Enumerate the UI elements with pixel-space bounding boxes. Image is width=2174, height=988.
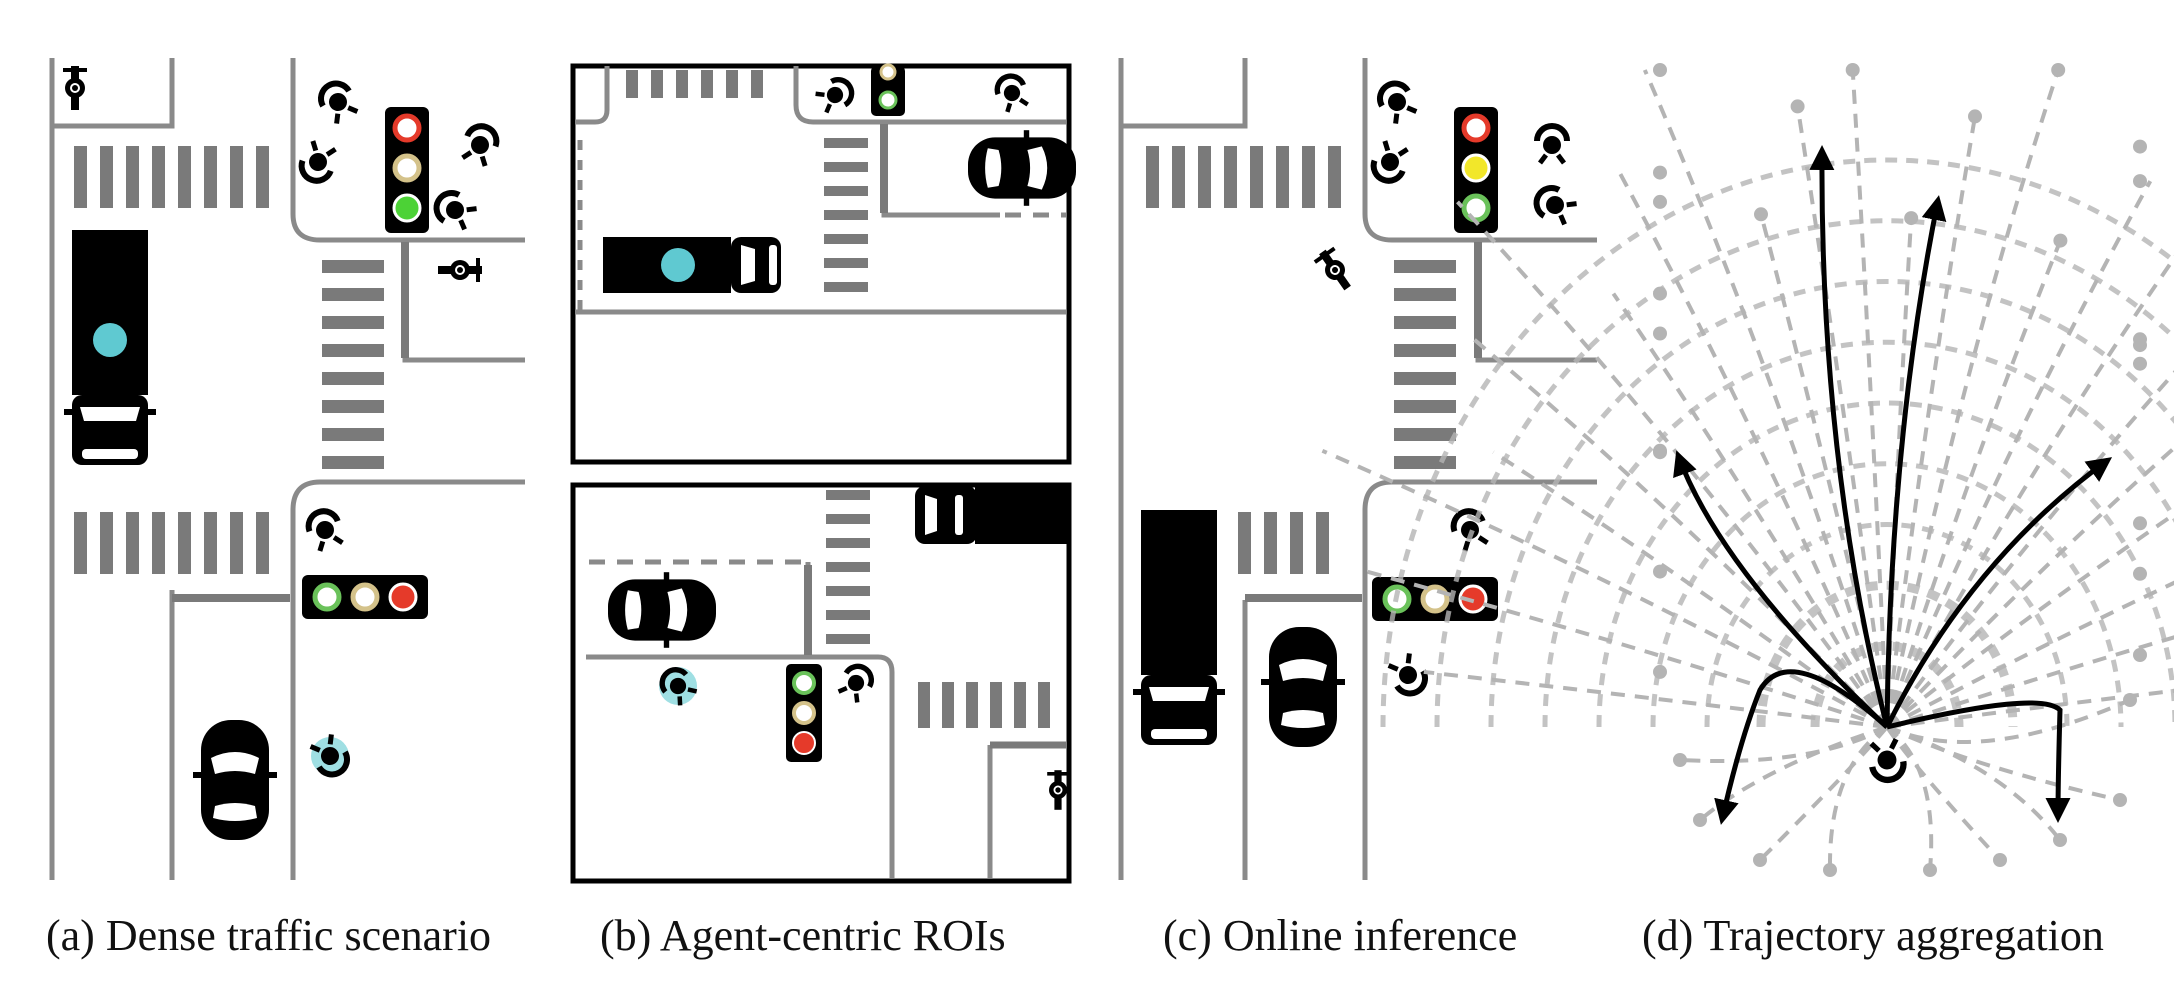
sampled-trajectory-line xyxy=(1679,725,1888,764)
car-a xyxy=(193,720,277,840)
sampled-trajectory-endpoint xyxy=(1653,194,1667,209)
sampled-trajectory-line xyxy=(1850,69,1889,728)
pedestrian-a-3 xyxy=(460,122,501,167)
sampled-trajectory-endpoint xyxy=(1845,63,1860,77)
sampled-trajectory-line xyxy=(1885,512,2174,729)
road-edges xyxy=(49,58,525,880)
caption-a: (a) Dense traffic scenario xyxy=(46,911,492,960)
sampled-trajectory-line xyxy=(1885,445,2174,729)
sampled-trajectory-endpoint xyxy=(2053,833,2067,847)
sampled-trajectory-endpoint xyxy=(1790,99,1805,114)
sampled-trajectory-line xyxy=(1758,725,1889,862)
aggregated-trajectories xyxy=(1673,145,2113,825)
roi-bottom xyxy=(570,482,1072,884)
panel-b-agent-centric-rois xyxy=(570,63,1076,884)
pedestrian-a-4 xyxy=(431,188,478,232)
pedestrian-a-1 xyxy=(316,78,360,125)
sampled-trajectory-endpoint xyxy=(1653,165,1667,180)
sampled-trajectory-line xyxy=(1885,370,2174,729)
sampled-trajectory-endpoint xyxy=(1993,853,2007,867)
sampled-trajectory-endpoint xyxy=(2123,693,2137,707)
traffic-light-a-horizontal xyxy=(302,575,428,619)
trajectory-density-arc xyxy=(1756,580,2018,728)
pedestrian-a-2 xyxy=(297,140,338,185)
sampled-trajectory-line xyxy=(1886,688,2174,729)
panel-d-trajectory-aggregation xyxy=(1321,63,2174,877)
sampled-trajectory-endpoint xyxy=(2133,332,2147,347)
trajectory-density-arc xyxy=(1380,157,2174,728)
trajectory-density-arc xyxy=(1650,461,2124,728)
sampled-trajectory-line xyxy=(1611,292,1889,729)
sampled-trajectory-line xyxy=(1321,448,1888,729)
crosswalk-middle-a xyxy=(322,260,384,469)
sampled-trajectory-endpoint xyxy=(2113,793,2127,807)
sampled-trajectory-line xyxy=(1885,239,2063,728)
roi-top xyxy=(570,63,1076,465)
pedestrian-a-5 xyxy=(304,507,345,552)
sampled-trajectory-endpoint xyxy=(1823,863,1837,877)
sampled-trajectory-endpoint xyxy=(2133,648,2147,662)
sampled-trajectory-line xyxy=(1886,698,2131,744)
sampled-trajectory-endpoint xyxy=(2133,356,2147,371)
sampled-trajectory-line xyxy=(1885,725,1934,871)
sampled-trajectory-endpoint xyxy=(2051,63,2066,77)
crosswalk-top-a xyxy=(74,146,269,208)
crosswalk-bottom-a xyxy=(74,512,269,574)
sampled-trajectory-endpoint xyxy=(1968,109,1982,124)
sampled-trajectory-endpoint xyxy=(1673,753,1687,767)
sampled-trajectory-endpoint xyxy=(2053,233,2068,248)
caption-b: (b) Agent-centric ROIs xyxy=(600,911,1006,960)
trajectory-density-arc xyxy=(1704,522,2070,728)
sampled-trajectory-endpoint xyxy=(1693,813,1707,827)
trajectory-density-arc xyxy=(1596,400,2174,728)
truck-c xyxy=(1133,510,1225,745)
caption-c: (c) Online inference xyxy=(1163,911,1518,960)
cyclist-a-right xyxy=(438,258,482,282)
caption-d: (d) Trajectory aggregation xyxy=(1642,911,2104,960)
lane-dividers xyxy=(172,242,409,602)
traffic-light-c-vertical xyxy=(1454,107,1498,233)
sampled-trajectory-line xyxy=(1617,171,1889,728)
sampled-trajectory-endpoint xyxy=(2133,174,2147,189)
sampled-trajectory-line xyxy=(1885,116,1977,728)
sampled-trajectory-line xyxy=(1698,725,1888,822)
sampled-trajectory-endpoint xyxy=(1653,445,1667,460)
ego-pedestrian-d xyxy=(1868,739,1906,783)
sampled-trajectory-endpoint xyxy=(2133,139,2147,154)
sampled-trajectory-endpoint xyxy=(1753,853,1767,867)
car-c xyxy=(1261,627,1345,747)
sampled-trajectory-line xyxy=(1885,725,2002,862)
panel-a-dense-traffic xyxy=(49,58,525,880)
sampled-trajectory-endpoint xyxy=(1923,863,1937,877)
agent-marker-truck-a xyxy=(93,323,127,357)
sampled-trajectory-endpoint xyxy=(1653,326,1667,341)
panel-c-online-inference xyxy=(1118,58,1597,880)
sampled-trajectory-line xyxy=(1885,69,2061,728)
sampled-trajectory-line xyxy=(1886,725,2062,842)
trajectory-density-arc xyxy=(1488,279,2174,728)
sampled-trajectory-line xyxy=(1795,106,1889,728)
sampled-trajectory-endpoint xyxy=(1754,207,1768,222)
sampled-trajectory-endpoint xyxy=(1653,63,1667,77)
sampled-trajectories xyxy=(1321,63,2174,877)
traffic-light-a-vertical xyxy=(385,107,429,233)
sampled-trajectory-endpoint xyxy=(2133,516,2147,531)
sampled-trajectory-line xyxy=(1642,69,1889,728)
cyclist-c xyxy=(1312,245,1358,295)
cyclist-a-top xyxy=(63,66,87,110)
trajectory-density-arc xyxy=(1542,339,2174,728)
